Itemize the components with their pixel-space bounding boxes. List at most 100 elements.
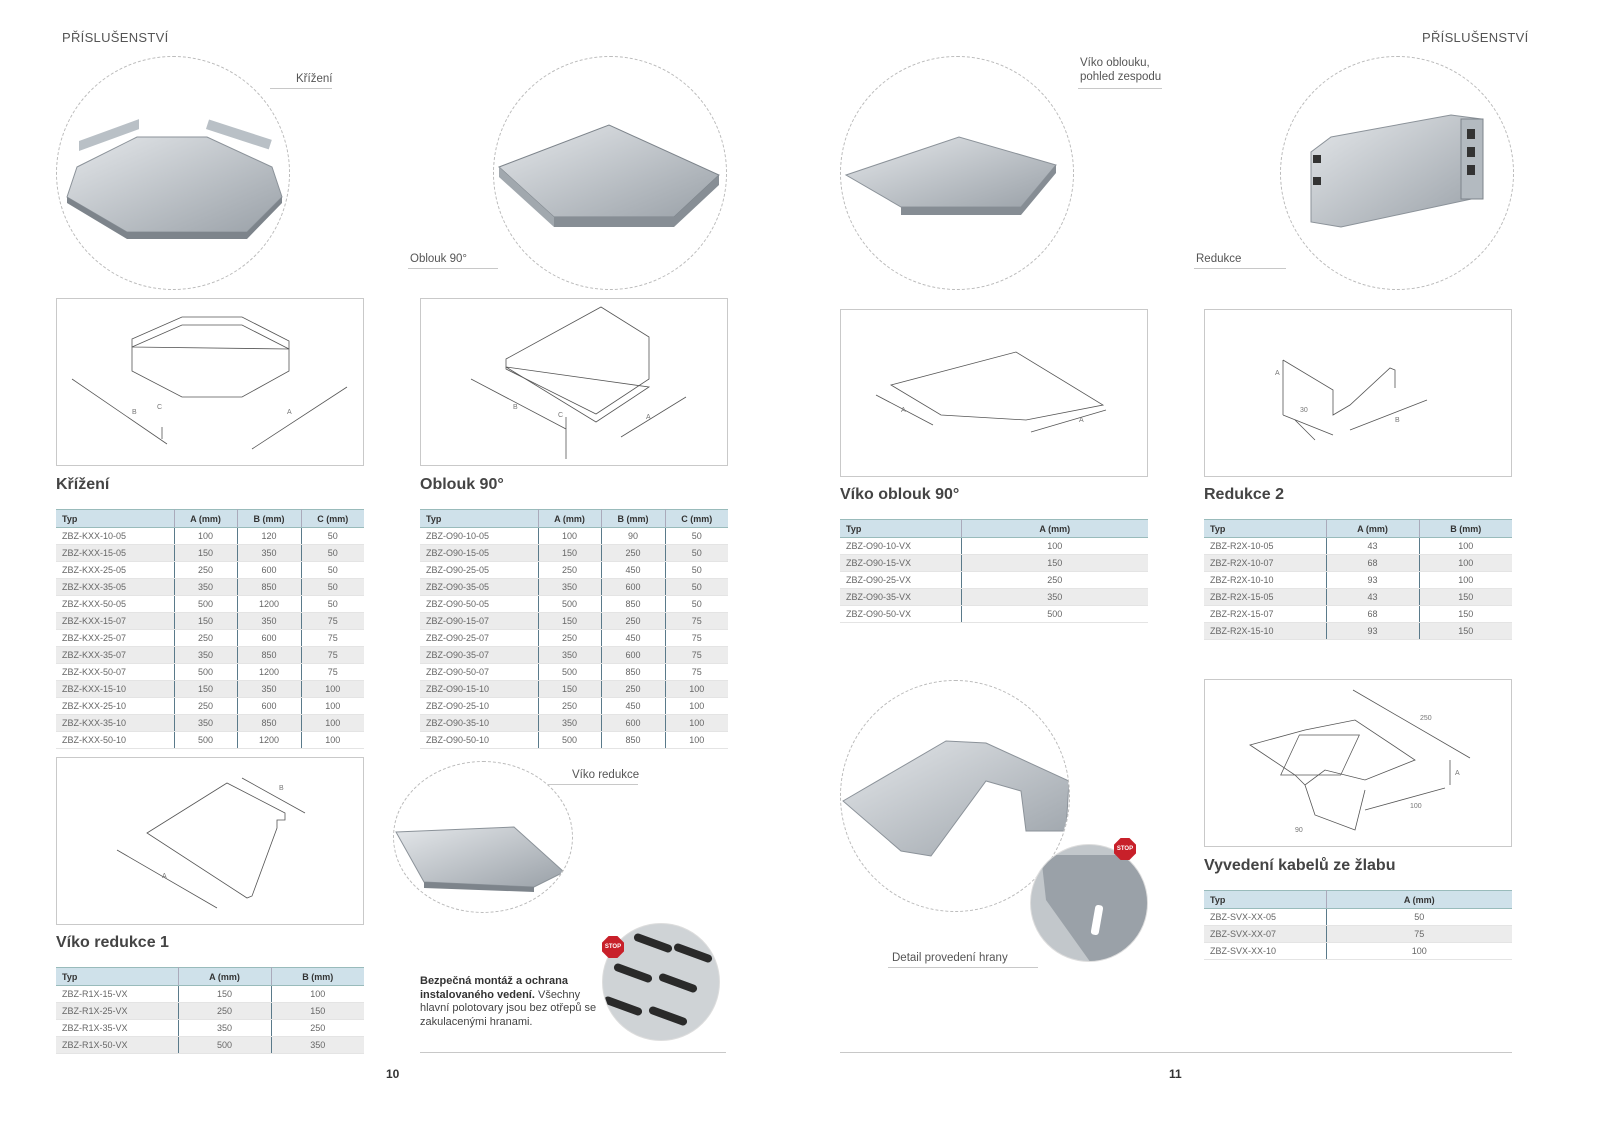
viko-redukce-photo	[393, 761, 573, 913]
table-cell: 150	[174, 680, 238, 698]
oblouk-technical-drawing: B A C	[470, 306, 687, 459]
table-cell: 250	[174, 561, 238, 579]
dim-c: C	[157, 404, 162, 411]
edge-detail-image	[1041, 855, 1147, 961]
table-cell: 93	[1326, 622, 1420, 640]
vyvedeni-technical-drawing: 250 100 A 90	[1249, 689, 1471, 834]
table-header-cell: A (mm)	[961, 519, 1148, 538]
table-header-cell: Typ	[420, 509, 539, 528]
krizeni-technical-drawing: B A C	[71, 316, 348, 450]
table-cell: 75	[665, 612, 728, 630]
table-cell: ZBZ-KXX-35-10	[56, 714, 175, 732]
perforation-detail-photo	[602, 923, 720, 1041]
table-cell: 50	[301, 578, 364, 596]
table-cell: 150	[178, 985, 272, 1003]
table-cell: 1200	[237, 663, 302, 681]
table-cell: 75	[665, 663, 728, 681]
table-cell: 600	[237, 629, 302, 647]
table-header-cell: A (mm)	[174, 509, 238, 528]
table-cell: 250	[961, 571, 1148, 589]
table-cell: 43	[1326, 588, 1420, 606]
table-cell: 600	[601, 578, 666, 596]
table-header-cell: Typ	[840, 519, 962, 538]
dim-b: B	[132, 409, 137, 416]
table-cell: ZBZ-KXX-10-05	[56, 527, 175, 545]
table-cell: 250	[174, 697, 238, 715]
table-cell: 100	[1419, 554, 1512, 572]
table-cell: ZBZ-O90-35-10	[420, 714, 539, 732]
table-cell: ZBZ-R2X-10-05	[1204, 537, 1327, 555]
table-cell: 50	[301, 527, 364, 545]
table-cell: ZBZ-O90-15-VX	[840, 554, 962, 572]
table-cell: 500	[961, 605, 1148, 623]
callout-viko-oblouku-line1: Víko oblouku,	[1080, 57, 1150, 69]
callout-line	[888, 967, 1038, 968]
callout-line	[1194, 268, 1286, 269]
viko-oblouk-drawing: A A	[840, 309, 1148, 477]
table-cell: ZBZ-O90-25-07	[420, 629, 539, 647]
callout-viko-redukce: Víko redukce	[572, 769, 640, 781]
table-cell: 350	[538, 578, 602, 596]
table-cell: 850	[237, 578, 302, 596]
viko-redukce1-drawing: A B	[56, 757, 364, 925]
table-cell: 250	[174, 629, 238, 647]
redukce-photo	[1280, 56, 1514, 290]
table-cell: 250	[601, 612, 666, 630]
table-cell: ZBZ-O90-10-VX	[840, 537, 962, 555]
table-cell: 600	[237, 561, 302, 579]
table-cell: ZBZ-KXX-15-05	[56, 544, 175, 562]
table-cell: 100	[301, 697, 364, 715]
table-cell: 150	[1419, 605, 1512, 623]
table-cell: 250	[178, 1002, 272, 1020]
dim-a: A	[646, 414, 651, 421]
safety-note-text: Všechny hlavní polotovary jsou bez otřep…	[420, 988, 597, 1028]
table-cell: 120	[237, 527, 302, 545]
table-cell: 500	[174, 663, 238, 681]
section-title-krizeni: Křížení	[56, 476, 110, 493]
table-cell: 150	[1419, 622, 1512, 640]
table-header-cell: B (mm)	[237, 509, 302, 528]
table-cell: ZBZ-R1X-50-VX	[56, 1036, 179, 1054]
table-header-cell: B (mm)	[1419, 519, 1512, 538]
table-cell: 250	[538, 629, 602, 647]
table-cell: 150	[1419, 588, 1512, 606]
table-cell: 350	[178, 1019, 272, 1037]
section-title-oblouk: Oblouk 90°	[420, 476, 504, 493]
table-header-cell: B (mm)	[271, 967, 364, 986]
section-title-viko-oblouk: Víko oblouk 90°	[840, 486, 960, 503]
krizeni-drawing: B A C	[56, 298, 364, 466]
table-cell: 350	[538, 714, 602, 732]
table-cell: 75	[1326, 925, 1512, 943]
table-cell: ZBZ-SVX-XX-10	[1204, 942, 1327, 960]
table-cell: ZBZ-O90-35-07	[420, 646, 539, 664]
callout-detail: Detail provedení hrany	[892, 952, 1008, 964]
table-cell: 50	[665, 578, 728, 596]
table-cell: 68	[1326, 605, 1420, 623]
table-cell: 75	[665, 646, 728, 664]
table-cell: 150	[174, 544, 238, 562]
